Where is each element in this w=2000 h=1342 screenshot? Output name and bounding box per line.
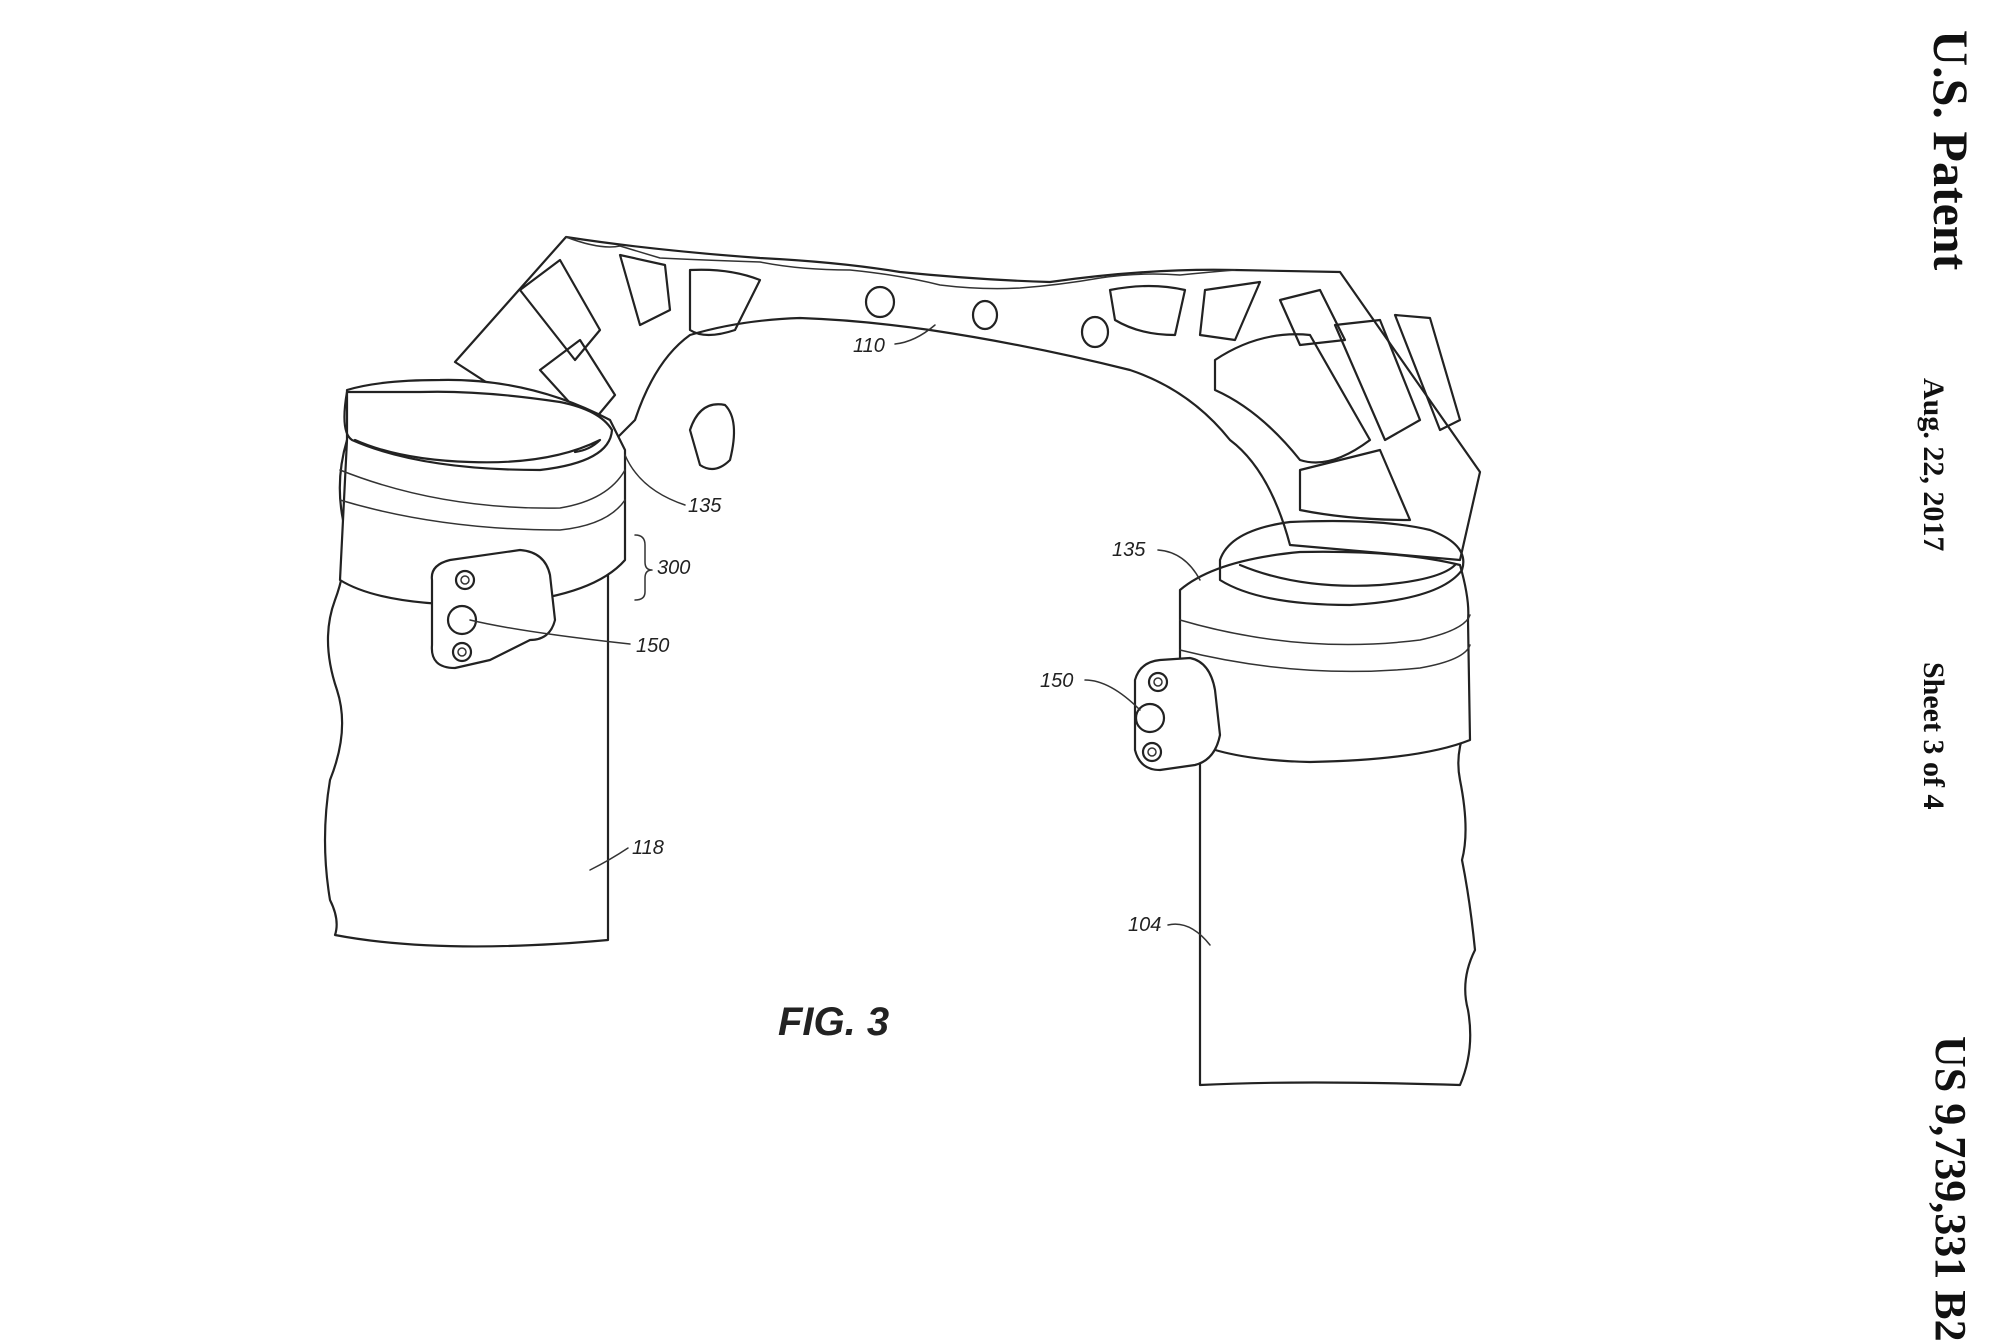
- web-cutout-6: [1198, 280, 1262, 342]
- web-cutout-8: [1213, 333, 1372, 464]
- ref-135-right: 135: [1112, 539, 1146, 561]
- left-port-bolt-bottom: [451, 641, 473, 663]
- patent-header-date: Aug. 22, 2017: [1917, 378, 1950, 552]
- patent-header-number: US 9,739,331 B2: [1926, 1036, 1975, 1342]
- ref-110: 110: [853, 335, 885, 357]
- right-port-bolt-top: [1147, 671, 1169, 693]
- leader-150-right: [1084, 679, 1141, 711]
- left-leg: [323, 378, 627, 948]
- right-clamp-collar: [1178, 550, 1472, 764]
- arch-hole-2: [971, 299, 999, 331]
- right-collar-rim-inner: [1238, 563, 1457, 587]
- right-collar-groove-1: [1179, 614, 1471, 646]
- right-leg-body: [1198, 728, 1477, 1087]
- web-cutout-1: [518, 258, 602, 362]
- figure-title: FIG. 3: [778, 1000, 890, 1044]
- arch-rear-boss: [688, 403, 736, 471]
- web-cutout-3: [688, 268, 762, 337]
- right-port-valve: [1134, 702, 1166, 734]
- web-cutout-5: [1108, 284, 1187, 337]
- arch-hole-1: [864, 285, 896, 319]
- leader-150-left: [469, 619, 631, 645]
- web-cutout-7: [1278, 288, 1347, 347]
- left-port-bolt-top: [454, 569, 476, 591]
- patent-header-sheet: Sheet 3 of 4: [1917, 662, 1950, 810]
- ref-135-left: 135: [688, 495, 722, 517]
- ref-104: 104: [1128, 914, 1162, 936]
- leader-110: [894, 324, 936, 345]
- ref-118: 118: [632, 837, 664, 859]
- bracket-300: [634, 534, 653, 601]
- left-port-bolt-top-inner: [460, 575, 470, 585]
- arch-hole-3: [1080, 315, 1110, 349]
- left-collar-groove-1: [339, 469, 626, 509]
- patent-header-title: U.S. Patent: [1923, 30, 1979, 271]
- left-port-valve: [446, 604, 478, 636]
- left-collar-rim-inner: [353, 438, 602, 464]
- ref-300: 300: [657, 557, 691, 579]
- left-port-body: [430, 548, 557, 670]
- leader-135-right: [1157, 549, 1201, 581]
- right-port-bolt-bottom-inner: [1147, 747, 1157, 757]
- web-cutout-10: [1393, 313, 1462, 432]
- fork-arch: [453, 235, 1482, 562]
- leader-135-left: [624, 454, 686, 506]
- right-collar-rim-outer: [1218, 519, 1465, 607]
- left-clamp-collar: [338, 378, 627, 607]
- leader-104: [1167, 923, 1211, 946]
- web-cutout-11: [1298, 448, 1412, 522]
- ref-150-right: 150: [1040, 670, 1074, 692]
- ref-150-left: 150: [636, 635, 670, 657]
- arch-outline: [453, 235, 1482, 562]
- right-port-bolt-bottom: [1141, 741, 1163, 763]
- left-collar-groove-2: [339, 499, 626, 531]
- leader-lines: [469, 324, 1211, 946]
- right-port-block: [1133, 656, 1222, 772]
- web-cutout-9: [1333, 318, 1422, 442]
- leader-118: [589, 847, 629, 871]
- left-port-block: [430, 548, 557, 670]
- web-cutout-2: [618, 253, 672, 327]
- right-port-bolt-top-inner: [1153, 677, 1163, 687]
- arch-top-edge: [565, 236, 1236, 290]
- right-leg: [1178, 519, 1477, 1087]
- right-collar-groove-2: [1179, 644, 1471, 673]
- left-port-bolt-bottom-inner: [457, 647, 467, 657]
